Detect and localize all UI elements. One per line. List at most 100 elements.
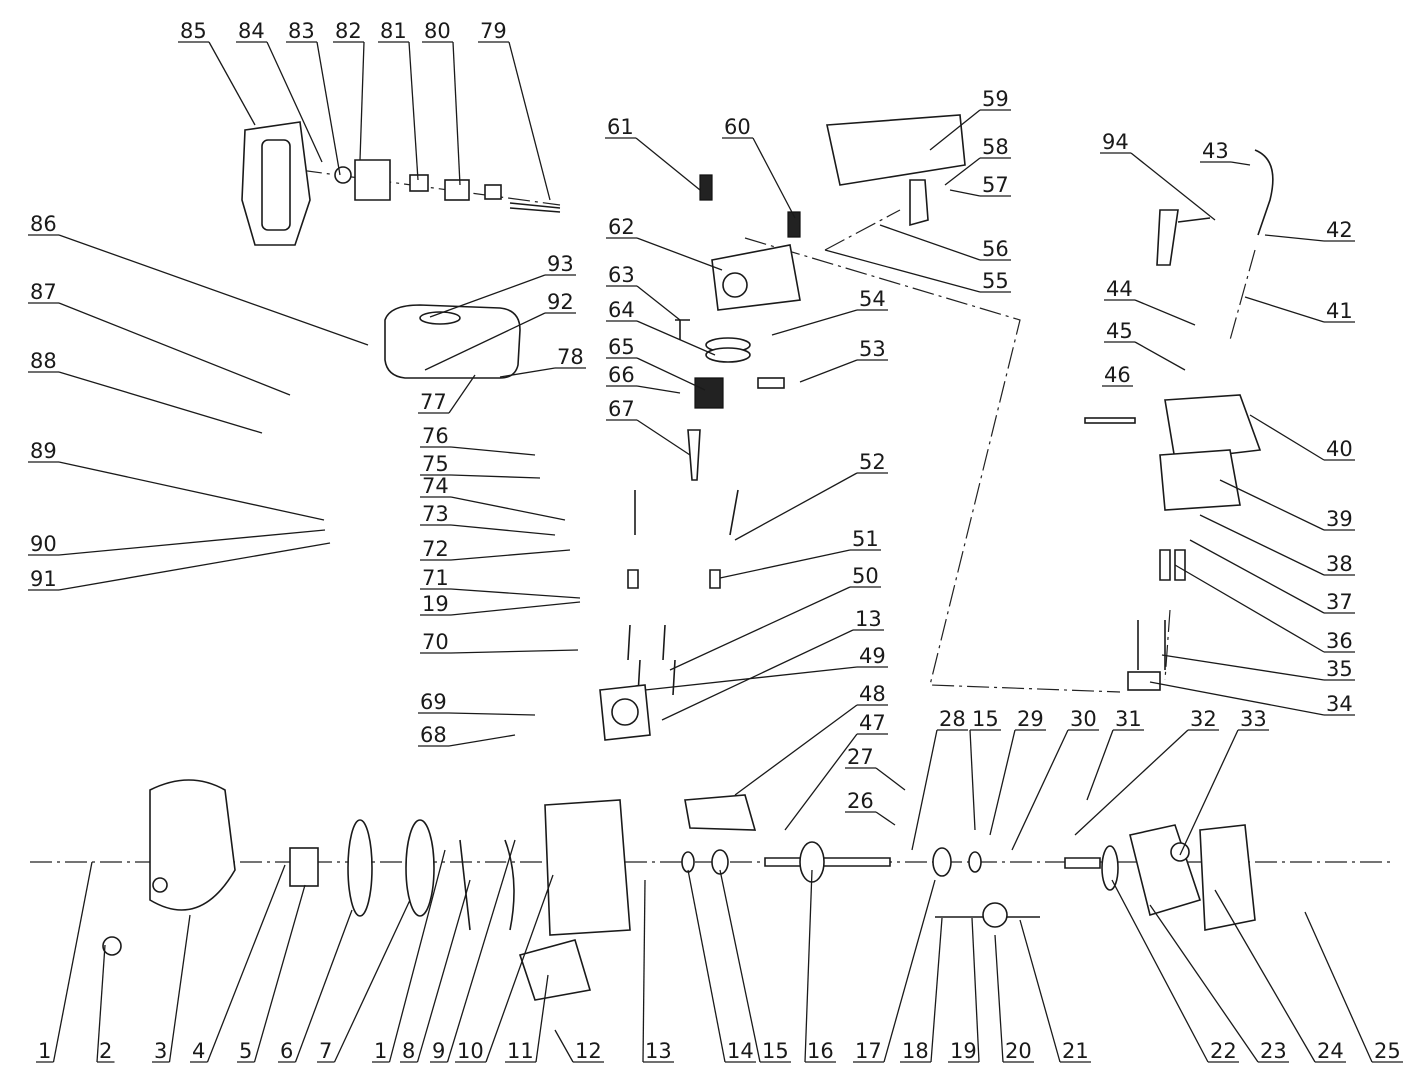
callout-15: 15 xyxy=(719,869,791,1063)
callout-87: 87 xyxy=(28,280,291,396)
callout-6: 6 xyxy=(278,909,353,1063)
callout-label: 57 xyxy=(982,173,1009,197)
callout-leader-line xyxy=(58,302,291,396)
callout-leader-line xyxy=(949,189,981,197)
callout-leader-line xyxy=(636,385,681,394)
gasket xyxy=(444,179,470,201)
callout-leader-line xyxy=(58,371,263,434)
callout-leader-line xyxy=(450,601,581,616)
callout-leader-line xyxy=(911,729,938,851)
callout-leader-line xyxy=(58,542,331,591)
callout-29: 29 xyxy=(989,707,1046,836)
callout-leader-line xyxy=(333,899,411,1063)
wire xyxy=(1254,149,1274,236)
callout-leader-line xyxy=(1244,296,1325,323)
callout-34: 34 xyxy=(1149,681,1355,716)
valve-spring xyxy=(699,174,713,201)
push-rods xyxy=(634,489,739,536)
callout-leader-line xyxy=(294,909,353,1063)
callout-label: 61 xyxy=(607,115,634,139)
callout-leader-line xyxy=(450,524,556,536)
callout-24: 24 xyxy=(1214,889,1346,1063)
callout-73: 73 xyxy=(420,502,556,536)
callout-40: 40 xyxy=(1249,414,1355,461)
valve-cover-gasket xyxy=(1159,449,1241,511)
callout-label: 34 xyxy=(1326,692,1353,716)
callout-label: 4 xyxy=(192,1039,205,1063)
callout-leader-line xyxy=(929,109,981,151)
callout-3: 3 xyxy=(152,914,191,1063)
callout-54: 54 xyxy=(771,287,888,336)
callout-label: 90 xyxy=(30,532,57,556)
piston-ring xyxy=(705,347,751,363)
callout-62: 62 xyxy=(606,215,723,271)
callout-label: 88 xyxy=(30,349,57,373)
callout-label: 84 xyxy=(238,19,265,43)
callout-label: 68 xyxy=(420,723,447,747)
flywheel xyxy=(347,819,373,917)
valve-spring xyxy=(787,211,801,238)
gasket-9 xyxy=(504,839,515,931)
callout-label: 17 xyxy=(855,1039,882,1063)
callout-label: 16 xyxy=(807,1039,834,1063)
callout-leader-line xyxy=(450,588,581,599)
callout-label: 80 xyxy=(424,19,451,43)
callout-57: 57 xyxy=(949,173,1011,197)
crankshaft xyxy=(764,857,891,867)
callout-leader-line xyxy=(1179,729,1239,856)
callout-label: 44 xyxy=(1106,277,1133,301)
combustion-chamber xyxy=(722,272,748,298)
callout-leader-line xyxy=(636,357,706,391)
tappets xyxy=(627,569,721,589)
callout-label: 43 xyxy=(1202,139,1229,163)
rod xyxy=(1084,417,1136,424)
callout-leader-line xyxy=(930,917,943,1063)
bearing xyxy=(711,849,729,875)
callout-77: 77 xyxy=(418,374,476,414)
callout-44: 44 xyxy=(1104,277,1196,326)
callout-47: 47 xyxy=(784,711,888,831)
callout-leader-line xyxy=(799,359,858,383)
callout-93: 93 xyxy=(429,252,576,318)
callout-leader-line xyxy=(1134,299,1196,326)
callout-90: 90 xyxy=(28,529,326,556)
callout-84: 84 xyxy=(236,19,323,163)
valve xyxy=(675,319,690,340)
callout-label: 64 xyxy=(608,298,635,322)
callout-leader-line xyxy=(1249,414,1325,461)
starter-grip xyxy=(102,936,122,956)
callout-leader-line xyxy=(636,320,716,356)
callout-leader-line xyxy=(804,869,813,1063)
callout-label: 76 xyxy=(422,424,449,448)
callout-leader-line xyxy=(1214,889,1316,1063)
callout-label: 91 xyxy=(30,567,57,591)
callout-label: 52 xyxy=(859,450,886,474)
callout-label: 1 xyxy=(374,1039,387,1063)
callout-label: 36 xyxy=(1326,629,1353,653)
callout-74: 74 xyxy=(420,474,566,521)
callout-leader-line xyxy=(446,839,516,1063)
callout-12: 12 xyxy=(554,1029,604,1063)
callout-leader-line xyxy=(752,137,796,219)
parts xyxy=(102,114,1274,1001)
callout-19: 19 xyxy=(420,592,581,616)
callout-1: 1 xyxy=(36,861,93,1063)
callout-leader-line xyxy=(784,733,858,831)
callout-leader-line xyxy=(1074,729,1189,836)
callout-label: 28 xyxy=(939,707,966,731)
callout-label: 18 xyxy=(902,1039,929,1063)
callout-leader-line xyxy=(824,249,981,293)
callout-67: 67 xyxy=(606,397,691,456)
starter-hub xyxy=(152,877,168,893)
callout-leader-line xyxy=(508,41,551,201)
callout-label: 39 xyxy=(1326,507,1353,531)
callout-label: 69 xyxy=(420,690,447,714)
callout-65: 65 xyxy=(606,335,706,391)
callout-leader-line xyxy=(450,649,579,654)
rod xyxy=(509,202,561,213)
callout-label: 35 xyxy=(1326,657,1353,681)
callout-label: 56 xyxy=(982,237,1009,261)
callout-30: 30 xyxy=(1011,707,1099,851)
callout-label: 94 xyxy=(1102,130,1129,154)
